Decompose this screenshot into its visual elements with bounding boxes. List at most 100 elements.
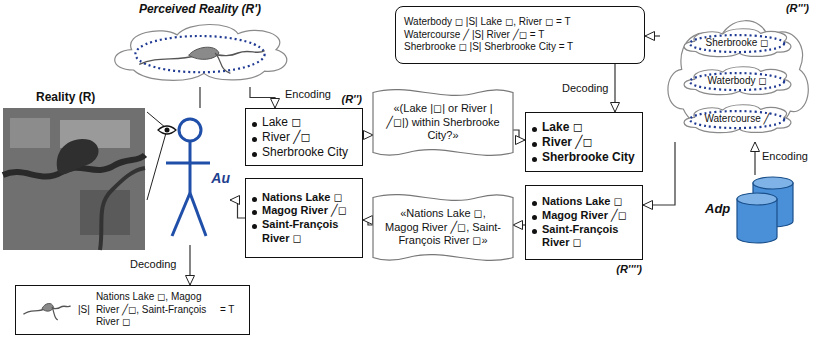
node-text: Magog River ╱◻ [262, 204, 347, 218]
figure-body [189, 141, 192, 193]
flow-connector [189, 245, 190, 285]
scroll-shape [373, 90, 513, 156]
figure-leg [190, 193, 206, 236]
concept-box: Lake ◻River ╱◻Sherbrooke City [525, 112, 643, 172]
flow-connector [513, 130, 525, 140]
node-body: «(Lake |◻| or River |╱◻|) within Sherbro… [383, 102, 503, 143]
node-heading: Perceived Reality (R') [105, 2, 295, 16]
bullet-dot [252, 224, 257, 229]
bullet-dot [532, 215, 537, 220]
bullet-dot [532, 229, 537, 234]
flow-connector [363, 220, 373, 225]
node-body: Waterbody ◻ [707, 75, 766, 88]
node-text: Sherbrooke City [262, 145, 348, 160]
map-lake [189, 47, 219, 59]
node-text: Sherbrooke ◻ |S| Sherbrooke City = T [404, 41, 573, 54]
figure-label: Reality (R) [36, 90, 95, 104]
node-text: |S| [78, 304, 90, 317]
edge-label: Encoding [760, 150, 810, 162]
node-text: Watercourse ╱ [704, 113, 769, 126]
figure-head [179, 119, 201, 141]
perceived-reality-cloud: Perceived Reality (R') [105, 2, 295, 87]
map-sketch [139, 47, 264, 73]
dotted-focus-ellipse [690, 111, 784, 128]
bullet-row: Magog River ╱◻ [252, 204, 347, 218]
node-text: «Nations Lake ◻, Magog River ╱◻, Saint-F… [383, 207, 503, 248]
map-sketch [23, 304, 70, 320]
bullet-dot [252, 152, 257, 157]
node-body: Waterbody ◻ |S| Lake ◻, River ◻ = TWater… [404, 16, 636, 54]
map-thumbnail [22, 294, 72, 326]
node-body: «Nations Lake ◻, Magog River ╱◻, Saint-F… [383, 207, 503, 248]
dotted-focus-ellipse [690, 73, 784, 90]
flow-connector [645, 35, 660, 36]
node-text: Saint-François River ◻ [542, 223, 636, 251]
concept-cloud: Waterbody ◻ [678, 64, 796, 98]
result-scroll: «Nations Lake ◻, Magog River ╱◻, Saint-F… [373, 190, 513, 265]
node-text: Sherbrooke ◻ [706, 37, 769, 50]
sight-line [147, 112, 166, 128]
cylinder-top [753, 177, 793, 189]
flow-connector [250, 87, 275, 108]
flow-connector [614, 64, 615, 112]
cylinder-body [737, 199, 777, 243]
node-text: Saint-François River ◻ [262, 218, 356, 246]
edge-label: Decoding [128, 258, 178, 270]
node-text: River ╱◻ [262, 130, 311, 145]
node-text: Waterbody ◻ |S| Lake ◻, River ◻ = T [404, 16, 571, 29]
result-box: Nations Lake ◻Magog River ╱◻Saint-Franço… [525, 185, 643, 260]
bullet-dot [252, 122, 257, 127]
bullet-dot [532, 201, 537, 206]
node-body: Nations Lake ◻Magog River ╱◻Saint-Franço… [532, 195, 636, 250]
node-text: = T [220, 304, 235, 317]
node-body: Lake ◻River ╱◻Sherbrooke City [532, 120, 636, 165]
node-body: |S|Nations Lake ◻, Magog River ╱◻, Saint… [22, 291, 243, 329]
concept-box: Lake ◻River ╱◻Sherbrooke City(R'') [245, 108, 363, 166]
eye-symbol [158, 126, 176, 134]
bullet-dot [252, 197, 257, 202]
user-agent-figure: Au [150, 108, 230, 245]
provider-concept-cloud: (R''')Sherbrooke ◻Waterbody ◻Watercourse… [660, 2, 815, 142]
eye-pupil [165, 128, 170, 133]
cloud-shape [115, 25, 287, 81]
concept-cloud: Sherbrooke ◻ [678, 26, 796, 60]
node-text: River ╱◻ [542, 135, 593, 150]
semantic-equivalence-box: Waterbody ◻ |S| Lake ◻, River ◻ = TWater… [395, 6, 645, 64]
bullet-dot [532, 142, 537, 147]
bullet-dot [252, 210, 257, 215]
node-text: Nations Lake ◻ [542, 195, 623, 209]
bullet-row: Nations Lake ◻ [252, 191, 343, 205]
photo-river [100, 168, 145, 250]
cloud-shape [684, 105, 791, 133]
database-symbol [733, 175, 795, 245]
cloud-shape [684, 29, 791, 57]
concept-cloud: Watercourse ╱ [678, 102, 796, 136]
sight-line [147, 133, 166, 200]
query-scroll: «(Lake |◻| or River |╱◻|) within Sherbro… [373, 85, 513, 160]
node-heading: Au [211, 170, 230, 186]
cylinder-top [737, 193, 777, 205]
bullet-row: Magog River ╱◻ [532, 209, 627, 223]
bullet-row: Lake ◻ [252, 115, 301, 130]
cloud-shape [684, 67, 791, 95]
bullet-row: Saint-François River ◻ [252, 218, 356, 246]
node-heading: Adp [705, 201, 730, 216]
satellite-photo [3, 108, 145, 250]
bullet-row: Sherbrooke City [532, 150, 635, 165]
bullet-row: Sherbrooke City [252, 145, 348, 160]
flow-connector [199, 87, 200, 108]
map-river [52, 307, 58, 320]
node-body: Watercourse ╱ [704, 113, 769, 126]
node-text: «(Lake |◻| or River |╱◻|) within Sherbro… [383, 102, 503, 143]
node-text: Lake ◻ [542, 120, 583, 135]
bullet-dot [532, 157, 537, 162]
edge-label: Encoding [283, 88, 333, 100]
decoded-meaning-box: |S|Nations Lake ◻, Magog River ╱◻, Saint… [15, 285, 250, 335]
flow-connector [754, 142, 755, 175]
dotted-focus-ellipse [135, 36, 264, 72]
photo-lake [57, 139, 99, 174]
result-box: Nations Lake ◻Magog River ╱◻Saint-Franço… [245, 178, 363, 258]
node-text: Watercourse ╱ |S| River ╱◻ = T [404, 29, 544, 42]
node-body: Sherbrooke ◻ [706, 37, 769, 50]
